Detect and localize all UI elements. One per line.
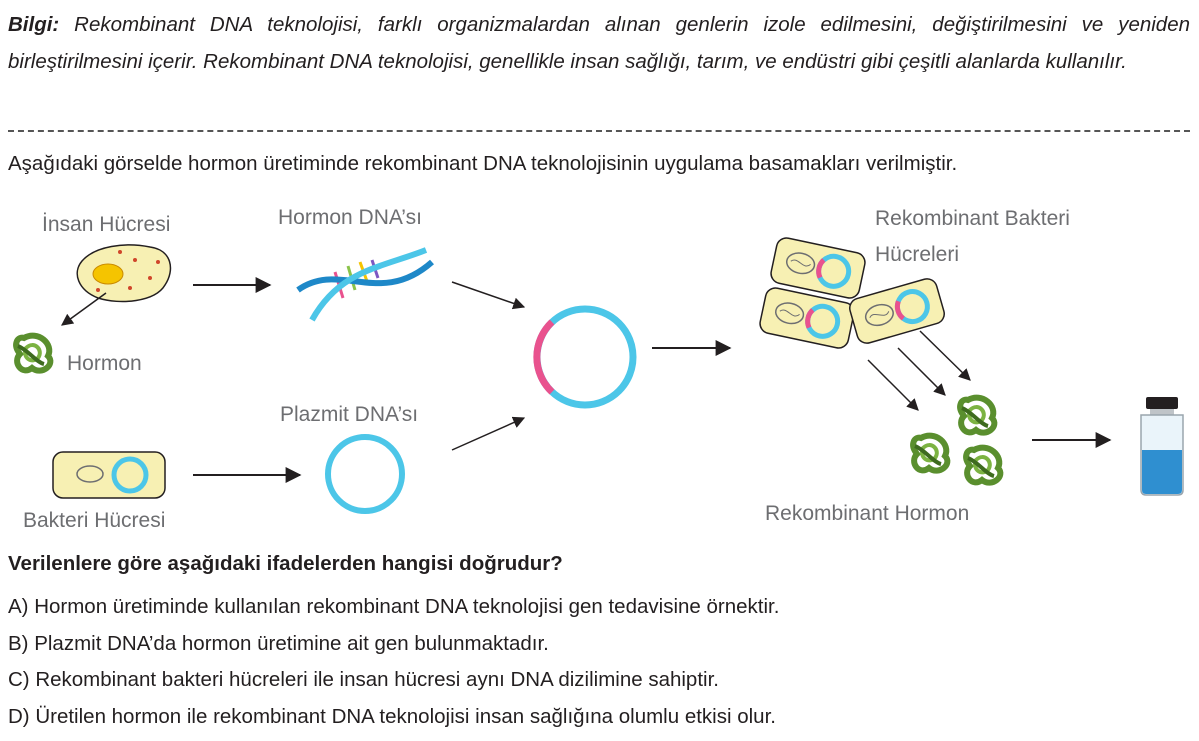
- human-cell-icon: [76, 244, 172, 303]
- label-insan-hucresi: İnsan Hücresi: [42, 213, 170, 236]
- info-box: Bilgi: Rekombinant DNA teknolojisi, fark…: [8, 6, 1190, 80]
- option-d[interactable]: D) Üretilen hormon ile rekombinant DNA t…: [8, 704, 776, 728]
- plasmid-icon: [325, 434, 405, 514]
- intro-text: Aşağıdaki görselde hormon üretiminde rek…: [8, 152, 958, 175]
- recombinant-hormone-icon: [913, 436, 947, 471]
- label-hormon: Hormon: [67, 352, 142, 375]
- recombinant-hormone-icon: [966, 448, 1000, 483]
- info-label: Bilgi:: [8, 13, 60, 36]
- arrow-plasmid-to-recomb: [451, 416, 526, 451]
- arrow-bacteria-to-hormone: [867, 359, 919, 411]
- option-c[interactable]: C) Rekombinant bakteri hücreleri ile ins…: [8, 668, 719, 691]
- recombinant-hormone-icon: [960, 398, 994, 433]
- recombinant-plasmid-icon: [533, 305, 637, 409]
- label-hormon-dna: Hormon DNA’sı: [278, 206, 422, 229]
- option-a[interactable]: A) Hormon üretiminde kullanılan rekombin…: [8, 595, 780, 618]
- label-rekombinant-bakteri-1: Rekombinant Bakteri: [875, 207, 1070, 230]
- bacteria-cell-icon: [52, 451, 166, 499]
- option-b[interactable]: B) Plazmit DNA’da hormon üretimine ait g…: [8, 631, 549, 655]
- hormone-icon: [16, 336, 50, 371]
- arrow-bacteria-to-hormone: [897, 347, 946, 396]
- recombinant-bacteria-icon: [847, 276, 946, 345]
- info-text: Rekombinant DNA teknolojisi, farklı orga…: [8, 13, 1190, 73]
- dna-helix-icon: [296, 247, 434, 322]
- question-text: Verilenlere göre aşağıdaki ifadelerden h…: [8, 552, 563, 575]
- divider: [8, 130, 1190, 132]
- arrow-cell-to-hormone: [61, 292, 107, 326]
- arrow-dna-to-recomb: [451, 281, 526, 310]
- arrow-bacteria-to-hormone: [919, 330, 971, 381]
- label-rekombinant-bakteri-2: Hücreleri: [875, 243, 959, 266]
- label-rekombinant-hormon: Rekombinant Hormon: [765, 502, 969, 525]
- vial-icon: [1140, 397, 1184, 496]
- answer-options: A) Hormon üretiminde kullanılan rekombin…: [8, 592, 779, 738]
- label-bakteri-hucresi: Bakteri Hücresi: [23, 509, 165, 532]
- label-plazmit-dna: Plazmit DNA’sı: [280, 403, 418, 426]
- rdna-diagram: İnsan Hücresi Hormon Hormon DNA’sı Bakte…: [0, 206, 1184, 532]
